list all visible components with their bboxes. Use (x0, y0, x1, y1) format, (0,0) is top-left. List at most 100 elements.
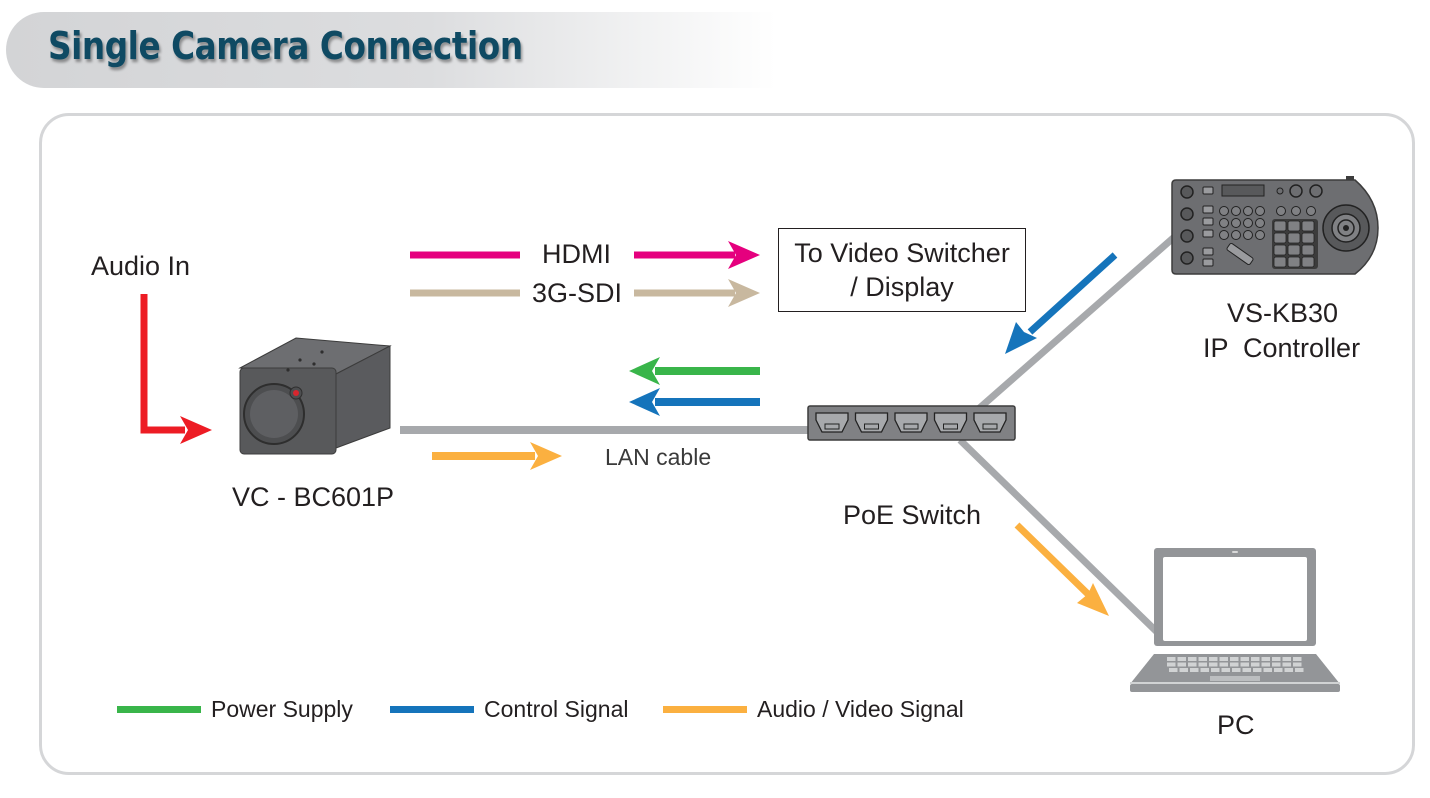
laptop-key (1261, 662, 1270, 667)
controller-key (1273, 220, 1287, 232)
controller-button (1231, 218, 1241, 228)
laptop-key (1198, 662, 1207, 667)
poe-switch-icon (807, 405, 1016, 441)
ip-controller-icon (1171, 176, 1379, 275)
hdmi-arrow (410, 241, 760, 269)
laptop-key (1282, 657, 1291, 661)
switch-port-pins (943, 423, 958, 430)
controller-key (1301, 232, 1315, 244)
laptop-key (1261, 657, 1270, 661)
laptop-key (1242, 668, 1251, 672)
laptop-key (1232, 668, 1241, 672)
hdmi-label: HDMI (542, 239, 611, 269)
controller-button (1243, 206, 1253, 216)
control-signal-arrow (629, 388, 760, 416)
laptop-key (1272, 662, 1281, 667)
video-switcher-line2: / Display (850, 272, 954, 302)
switch-port-pins (903, 423, 919, 430)
controller-button (1231, 230, 1241, 240)
legend-item-av: Audio / Video Signal (663, 696, 964, 722)
controller-button (1276, 206, 1286, 216)
controller-key (1273, 244, 1287, 256)
poe-switch-label: PoE Switch (843, 500, 982, 530)
legend-label-control: Control Signal (484, 695, 629, 722)
controller-button (1255, 206, 1265, 216)
audio-in-label: Audio In (91, 251, 191, 281)
switch-port-pins (982, 423, 998, 430)
laptop-key (1169, 668, 1178, 672)
switch-port (815, 412, 849, 433)
camera-icon (238, 337, 392, 455)
controller-key (1301, 244, 1315, 256)
controller-type-label: IP Controller (1203, 333, 1361, 363)
controller-keypad (1272, 219, 1318, 269)
switch-port-pins (864, 423, 879, 430)
legend-item-power: Power Supply (117, 696, 353, 722)
laptop-key (1198, 657, 1207, 661)
sdi-arrow (410, 279, 760, 307)
switch-port-pins (824, 423, 840, 430)
laptop-key (1219, 662, 1228, 667)
laptop-key (1211, 668, 1220, 672)
controller-key (1273, 232, 1287, 244)
lan-cable-switch-controller (972, 229, 1183, 415)
pc-laptop-icon (1130, 548, 1340, 692)
laptop-key (1188, 662, 1197, 667)
laptop-key (1209, 662, 1218, 667)
laptop-key (1230, 657, 1239, 661)
laptop-key (1200, 668, 1209, 672)
laptop-key (1190, 668, 1199, 672)
laptop-key (1295, 668, 1304, 672)
legend-item-control: Control Signal (390, 696, 628, 722)
controller-key (1301, 256, 1315, 268)
laptop-key (1221, 668, 1230, 672)
legend-swatch-av (663, 705, 747, 713)
laptop-key (1209, 657, 1218, 661)
laptop-key (1251, 657, 1260, 661)
controller-button (1231, 206, 1241, 216)
laptop-key (1167, 662, 1176, 667)
pc-label: PC (1217, 710, 1255, 740)
av-signal-arrow-diagonal (1014, 522, 1109, 616)
controller-button (1219, 230, 1229, 240)
legend-label-power: Power Supply (211, 695, 353, 722)
controller-button (1219, 218, 1229, 228)
av-signal-arrow-lan (432, 442, 562, 470)
laptop-key (1251, 662, 1260, 667)
controller-button (1243, 218, 1253, 228)
control-signal-arrow-diagonal (1005, 252, 1118, 354)
controller-button (1306, 206, 1316, 216)
controller-button (1255, 218, 1265, 228)
laptop-key (1240, 662, 1249, 667)
laptop-key (1177, 662, 1186, 667)
laptop-key (1284, 668, 1293, 672)
controller-key (1273, 256, 1287, 268)
controller-key (1301, 220, 1315, 232)
laptop-key (1188, 657, 1197, 661)
laptop-key (1274, 668, 1283, 672)
laptop-key (1240, 657, 1249, 661)
laptop-key (1219, 657, 1228, 661)
laptop-key (1230, 662, 1239, 667)
laptop-key (1293, 662, 1302, 667)
legend-swatch-control (390, 705, 474, 713)
controller-key (1287, 244, 1301, 256)
switch-port (854, 412, 889, 433)
camera-label: VC - BC601P (232, 482, 395, 512)
video-switcher-line1: To Video Switcher (794, 238, 1010, 268)
legend-swatch-power (117, 705, 201, 713)
laptop-key (1272, 657, 1281, 661)
laptop-key (1177, 657, 1186, 661)
lan-cable-label: LAN cable (605, 444, 712, 470)
audio-in-arrow (140, 294, 212, 444)
lan-cable-switch-pc (957, 437, 1161, 636)
sdi-label: 3G-SDI (532, 278, 623, 308)
controller-button (1255, 230, 1265, 240)
controller-button (1291, 206, 1301, 216)
controller-key (1287, 256, 1301, 268)
laptop-key (1179, 668, 1188, 672)
controller-button (1219, 206, 1229, 216)
laptop-key (1293, 657, 1302, 661)
switch-port (973, 412, 1007, 433)
